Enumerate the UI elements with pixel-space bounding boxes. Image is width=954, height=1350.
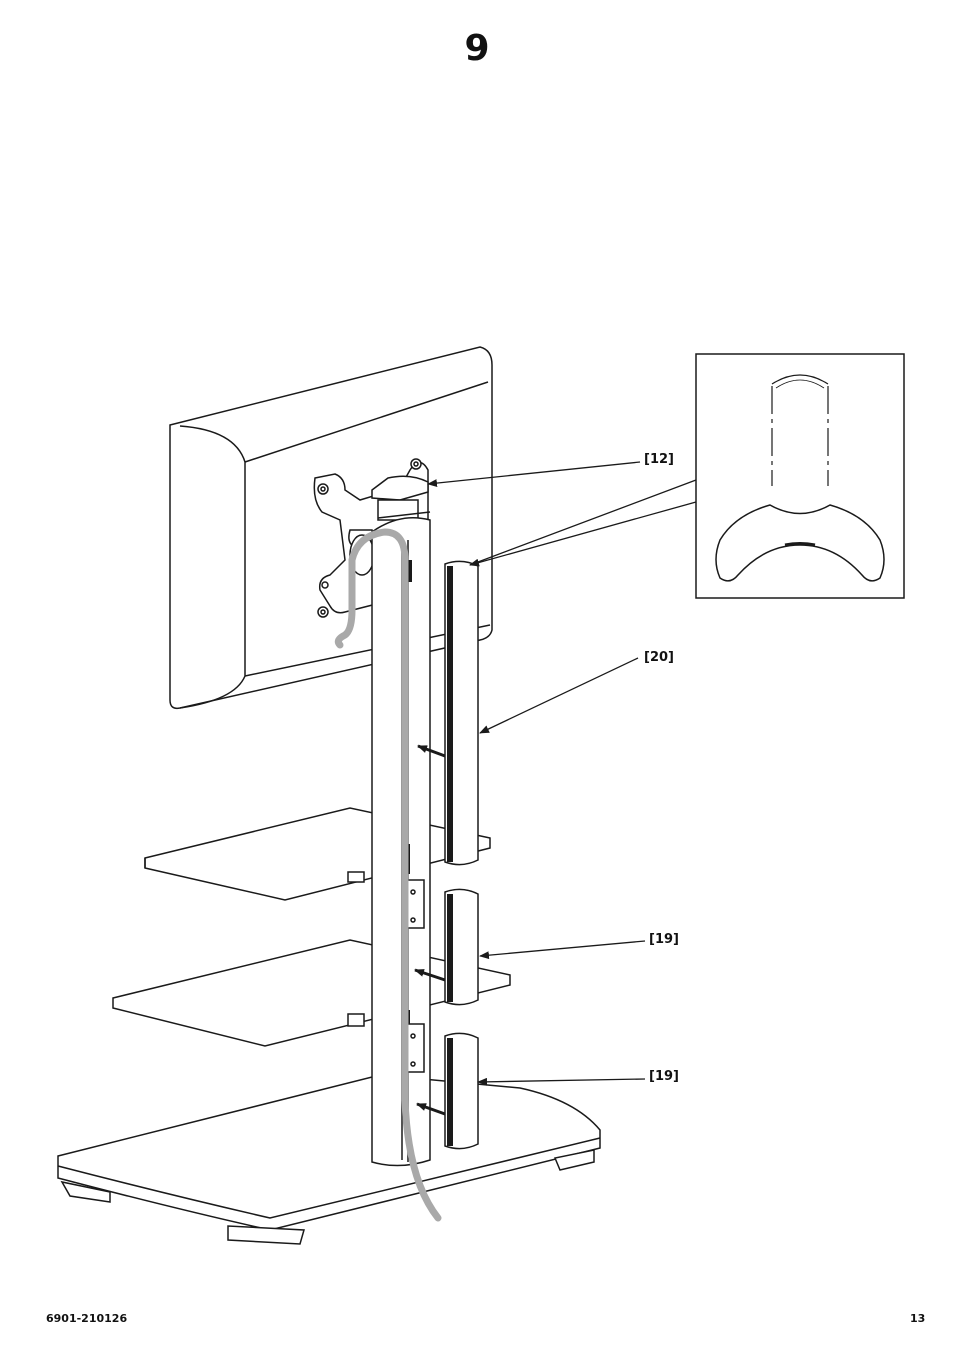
callout-part-20: [20] <box>644 650 674 665</box>
document-code: 6901-210126 <box>46 1312 127 1325</box>
callout-part-19-upper: [19] <box>649 932 679 947</box>
callout-part-19-lower: [19] <box>649 1069 679 1084</box>
stand-base <box>58 1075 600 1244</box>
detail-inset <box>696 354 904 598</box>
cover-part-19-upper <box>445 889 478 1004</box>
cover-part-19-lower <box>445 1033 478 1148</box>
upper-shelf <box>145 808 490 900</box>
tv-screen <box>170 347 492 708</box>
cover-part-20 <box>445 561 478 864</box>
stand-pole <box>372 518 430 1166</box>
callout-part-12: [12] <box>644 452 674 467</box>
page-number: 13 <box>910 1312 925 1325</box>
